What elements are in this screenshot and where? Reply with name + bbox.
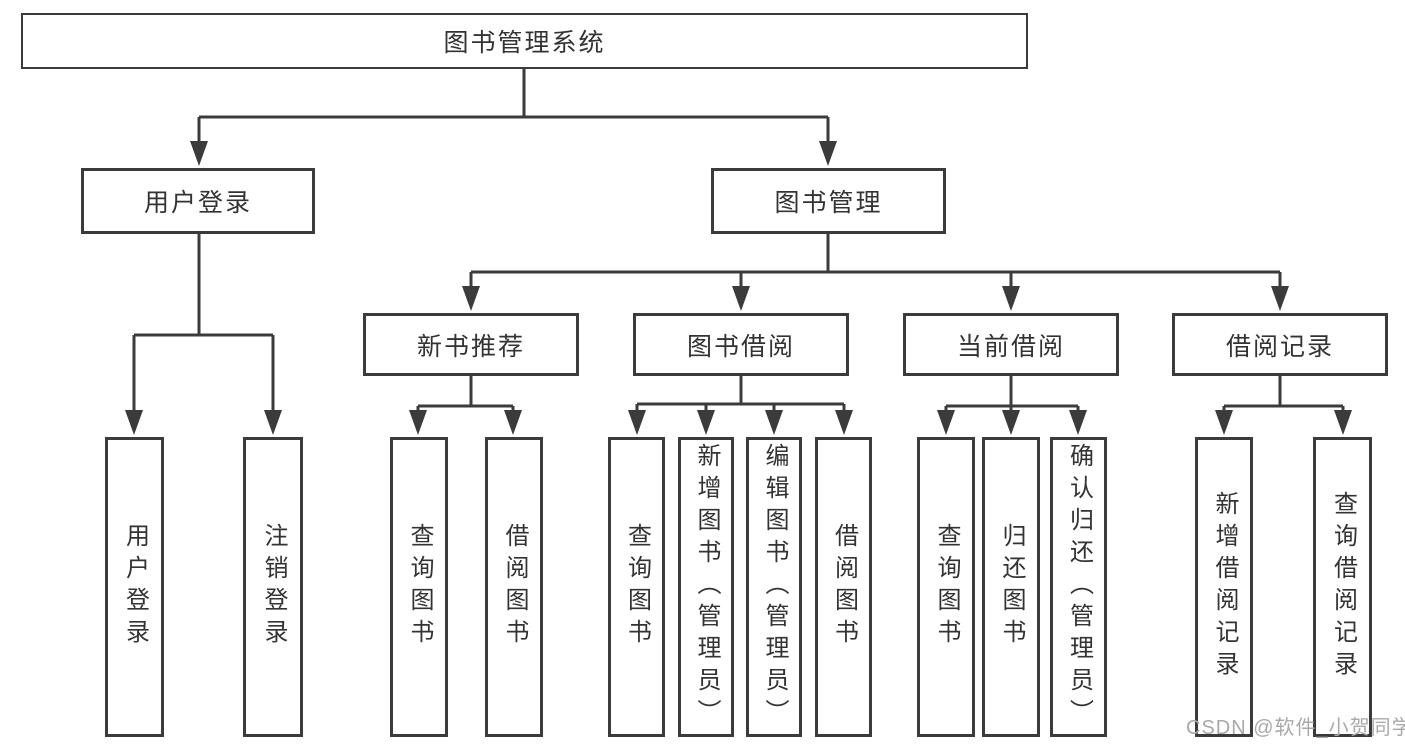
leaf-borrow-add-admin-label: 新增图书（管理员） — [693, 443, 720, 731]
leaf-record-query: 查询借阅记录 — [1313, 437, 1372, 737]
leaf-newbook-borrow: 借阅图书 — [485, 437, 543, 737]
leaf-user-login: 用户登录 — [105, 437, 164, 737]
leaf-borrow-book-label: 借阅图书 — [830, 523, 858, 651]
edges-newbook-to-leaves — [416, 376, 515, 420]
node-new-book-recommend: 新书推荐 — [363, 313, 579, 376]
node-current-borrow: 当前借阅 — [903, 313, 1119, 376]
edges-manage-to-level3 — [469, 233, 1282, 296]
node-root-label: 图书管理系统 — [443, 29, 606, 57]
leaf-logout: 注销登录 — [243, 437, 303, 737]
node-borrow-records-label: 借阅记录 — [1225, 332, 1334, 361]
node-borrow-records: 借阅记录 — [1172, 313, 1388, 376]
leaf-logout-label: 注销登录 — [260, 523, 287, 651]
leaf-borrow-edit-admin-label: 编辑图书（管理员） — [761, 443, 788, 731]
node-user-login-label: 用户登录 — [143, 189, 252, 217]
leaf-borrow-query: 查询图书 — [608, 437, 665, 737]
leaf-current-confirm-admin-label: 确认归还（管理员） — [1065, 443, 1093, 731]
leaf-record-add-label: 新增借阅记录 — [1211, 491, 1238, 683]
leaf-record-add: 新增借阅记录 — [1195, 437, 1253, 737]
leaf-record-query-label: 查询借阅记录 — [1329, 491, 1357, 683]
leaf-newbook-borrow-label: 借阅图书 — [501, 523, 528, 651]
edges-root-to-level2 — [197, 69, 830, 150]
leaf-user-login-label: 用户登录 — [121, 523, 149, 651]
edges-borrow-to-leaves — [635, 376, 846, 420]
leaf-borrow-book: 借阅图书 — [815, 437, 872, 737]
node-book-management: 图书管理 — [711, 168, 946, 234]
leaf-borrow-query-label: 查询图书 — [623, 523, 651, 651]
node-book-management-label: 图书管理 — [774, 189, 883, 217]
leaf-current-query-label: 查询图书 — [933, 523, 960, 651]
leaf-current-query: 查询图书 — [917, 437, 975, 737]
node-book-borrow: 图书借阅 — [633, 313, 849, 376]
edges-login-to-leaves — [132, 234, 275, 418]
node-book-borrow-label: 图书借阅 — [686, 332, 795, 361]
csdn-watermark: CSDN @软件_小贺同学 — [1186, 717, 1405, 739]
leaf-newbook-query: 查询图书 — [390, 437, 448, 737]
arrowhead-icons — [125, 141, 1352, 435]
leaf-borrow-add-admin: 新增图书（管理员） — [678, 437, 734, 737]
node-root: 图书管理系统 — [21, 13, 1028, 69]
leaf-borrow-edit-admin: 编辑图书（管理员） — [746, 437, 802, 737]
edges-records-to-leaves — [1222, 376, 1345, 420]
node-user-login: 用户登录 — [81, 168, 315, 234]
node-new-book-recommend-label: 新书推荐 — [416, 332, 525, 361]
leaf-current-confirm-admin: 确认归还（管理员） — [1050, 437, 1107, 737]
leaf-newbook-query-label: 查询图书 — [406, 523, 433, 651]
node-current-borrow-label: 当前借阅 — [956, 332, 1065, 361]
leaf-current-return: 归还图书 — [982, 437, 1040, 737]
leaf-current-return-label: 归还图书 — [998, 523, 1025, 651]
